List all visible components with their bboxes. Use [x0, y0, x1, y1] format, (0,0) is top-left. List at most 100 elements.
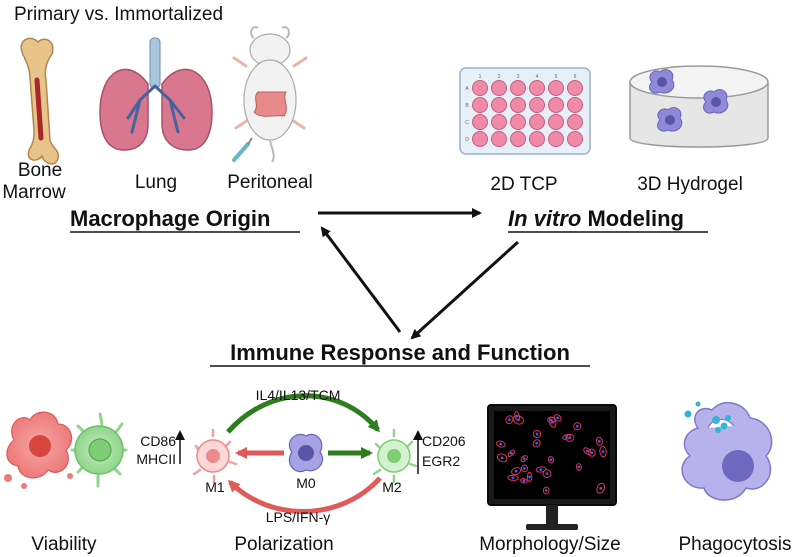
stained-cell-outline — [599, 445, 607, 458]
well — [529, 131, 545, 147]
stained-nucleus — [575, 424, 579, 428]
well — [510, 97, 526, 113]
well — [548, 131, 564, 147]
stained-cell-outline — [507, 474, 519, 481]
plate-col-number: 4 — [536, 74, 539, 80]
stained-nucleus — [500, 456, 504, 460]
stained-nucleus — [597, 439, 601, 443]
well — [548, 114, 564, 130]
plate-row-letter: A — [465, 86, 469, 92]
stained-nucleus — [515, 414, 519, 418]
stained-nucleus — [585, 449, 589, 453]
stained-nucleus — [544, 489, 548, 492]
stained-cell-outline — [542, 469, 552, 478]
stained-nucleus — [528, 475, 531, 479]
well — [491, 80, 507, 96]
stained-cell-outline — [596, 482, 606, 494]
stained-cell-outline — [511, 467, 522, 476]
plate-row-letter: D — [465, 137, 469, 143]
stained-nucleus — [523, 467, 526, 470]
well — [529, 80, 545, 96]
stained-cell-outline — [553, 414, 562, 422]
m2-marker-1: CD206 — [422, 433, 466, 449]
stained-nucleus — [507, 418, 511, 422]
plate-row-letter: C — [465, 120, 469, 126]
stained-cell-outline — [562, 433, 571, 440]
stained-cell-outline — [505, 415, 514, 425]
stained-nucleus — [549, 418, 553, 422]
model-label-2d: 2D TCP — [490, 174, 557, 195]
heading-macrophage-origin: Macrophage Origin — [70, 206, 270, 231]
stained-cell-outline — [520, 478, 528, 484]
plate-col-number: 3 — [517, 74, 520, 80]
stained-nucleus — [522, 479, 526, 483]
stained-cell-outline — [507, 449, 516, 457]
plate-row-letter: B — [465, 103, 469, 109]
stained-cell-outline — [535, 466, 547, 473]
stained-cell-outline — [588, 448, 596, 457]
stained-nucleus — [511, 476, 515, 480]
well-plate-icon: 1 2 3 4 5 6 A B C D — [459, 67, 591, 155]
well — [567, 97, 583, 113]
stained-nucleus — [565, 435, 568, 439]
stained-cell-outline — [575, 463, 582, 471]
well — [491, 97, 507, 113]
origin-label-bone-line1: Bone — [18, 160, 62, 181]
stained-nucleus — [545, 472, 549, 476]
heading-in-vitro-modeling: In vitro Modeling — [508, 206, 684, 231]
well — [567, 80, 583, 96]
well — [510, 80, 526, 96]
model-label-3d: 3D Hydrogel — [637, 174, 743, 195]
stained-cell-outline — [520, 464, 529, 473]
plate-col-number: 1 — [479, 74, 482, 80]
plate-col-number: 6 — [574, 74, 577, 80]
hydrogel-icon — [629, 65, 769, 148]
monitor-icon — [487, 404, 617, 530]
well — [510, 131, 526, 147]
dead-live-cell-icon — [4, 411, 128, 489]
stained-nucleus — [556, 416, 560, 420]
polarization-icon — [175, 393, 423, 514]
stained-cell-outline — [595, 436, 603, 446]
m0-label: M0 — [296, 475, 316, 491]
m2-marker-2: EGR2 — [422, 453, 460, 469]
stained-cell-outline — [583, 447, 592, 456]
stained-cell-outline — [547, 455, 555, 464]
stained-nucleus — [535, 432, 539, 436]
lung-icon — [99, 37, 213, 151]
m1-label: M1 — [205, 479, 225, 495]
well — [510, 114, 526, 130]
function-label-polarization: Polarization — [234, 534, 333, 555]
plate-col-number: 5 — [555, 74, 558, 80]
m2-label: M2 — [382, 479, 402, 495]
heading-immune-response: Immune Response and Function — [230, 340, 570, 365]
plate-col-number: 2 — [498, 74, 501, 80]
well — [548, 80, 564, 96]
stained-cell-outline — [520, 455, 528, 463]
stained-nucleus — [522, 457, 526, 461]
stained-cell-outline — [526, 471, 533, 483]
origin-label-peritoneal: Peritoneal — [227, 172, 313, 193]
top-title: Primary vs. Immortalized — [14, 4, 223, 25]
mouse-icon — [232, 26, 308, 163]
well — [472, 80, 488, 96]
well — [472, 131, 488, 147]
stained-nucleus — [535, 441, 538, 445]
stained-cell-outline — [496, 453, 508, 463]
triangle-arrows — [318, 208, 520, 340]
well — [567, 131, 583, 147]
well — [472, 97, 488, 113]
well — [529, 97, 545, 113]
well — [529, 114, 545, 130]
bone-icon — [20, 37, 60, 165]
origin-label-bone-line2: Marrow — [2, 182, 66, 203]
stained-nucleus — [499, 442, 503, 446]
stained-cell-outline — [547, 416, 556, 424]
stained-nucleus — [539, 468, 543, 471]
stained-cell-outline — [542, 486, 550, 495]
well — [491, 114, 507, 130]
stained-cell-outline — [532, 429, 542, 439]
stained-nucleus — [601, 450, 605, 453]
stained-nucleus — [509, 451, 513, 455]
